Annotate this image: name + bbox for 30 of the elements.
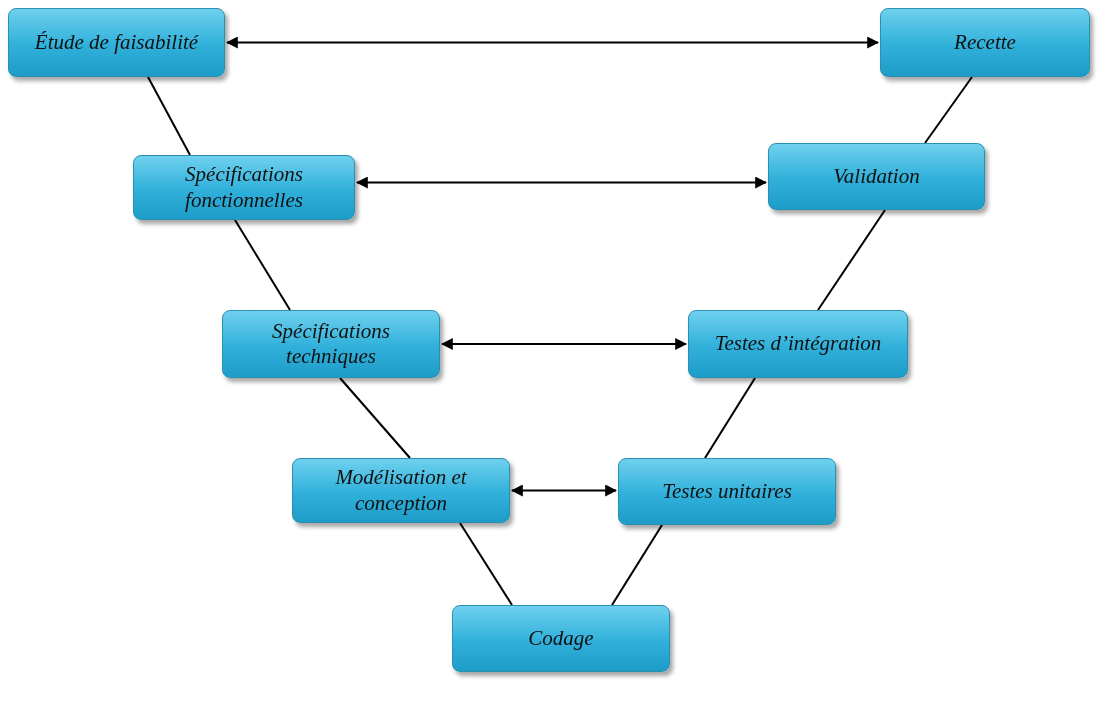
connector-line <box>234 219 291 311</box>
process-box <box>222 310 440 378</box>
connector-line <box>924 76 973 144</box>
process-box <box>688 310 908 378</box>
process-box <box>8 8 225 77</box>
box-label: Codage <box>527 625 595 652</box>
box-label: Spécifications fonctionnelles <box>184 162 304 213</box>
box-label: Testes unitaires <box>661 478 793 505</box>
connector-line <box>339 377 411 459</box>
process-box <box>618 458 836 525</box>
double-arrow <box>225 36 880 49</box>
process-box <box>452 605 670 672</box>
box-label: Validation <box>832 163 921 190</box>
box-label: Étude de faisabilité <box>33 29 200 56</box>
connector-line <box>611 524 663 606</box>
box-label: Modélisation et conception <box>334 465 468 516</box>
box-label: Recette <box>953 29 1017 56</box>
double-arrow <box>355 176 768 189</box>
connector-line <box>459 522 513 606</box>
box-label: Spécifications techniques <box>271 318 391 370</box>
connector-line <box>704 377 756 459</box>
double-arrow <box>510 484 618 497</box>
connector-line <box>817 209 886 311</box>
connector-line <box>147 76 191 156</box>
process-box <box>133 155 355 220</box>
process-box <box>292 458 510 523</box>
double-arrow <box>440 338 688 350</box>
box-label: Testes d’intégration <box>713 331 883 357</box>
process-box <box>768 143 985 210</box>
process-box <box>880 8 1090 77</box>
